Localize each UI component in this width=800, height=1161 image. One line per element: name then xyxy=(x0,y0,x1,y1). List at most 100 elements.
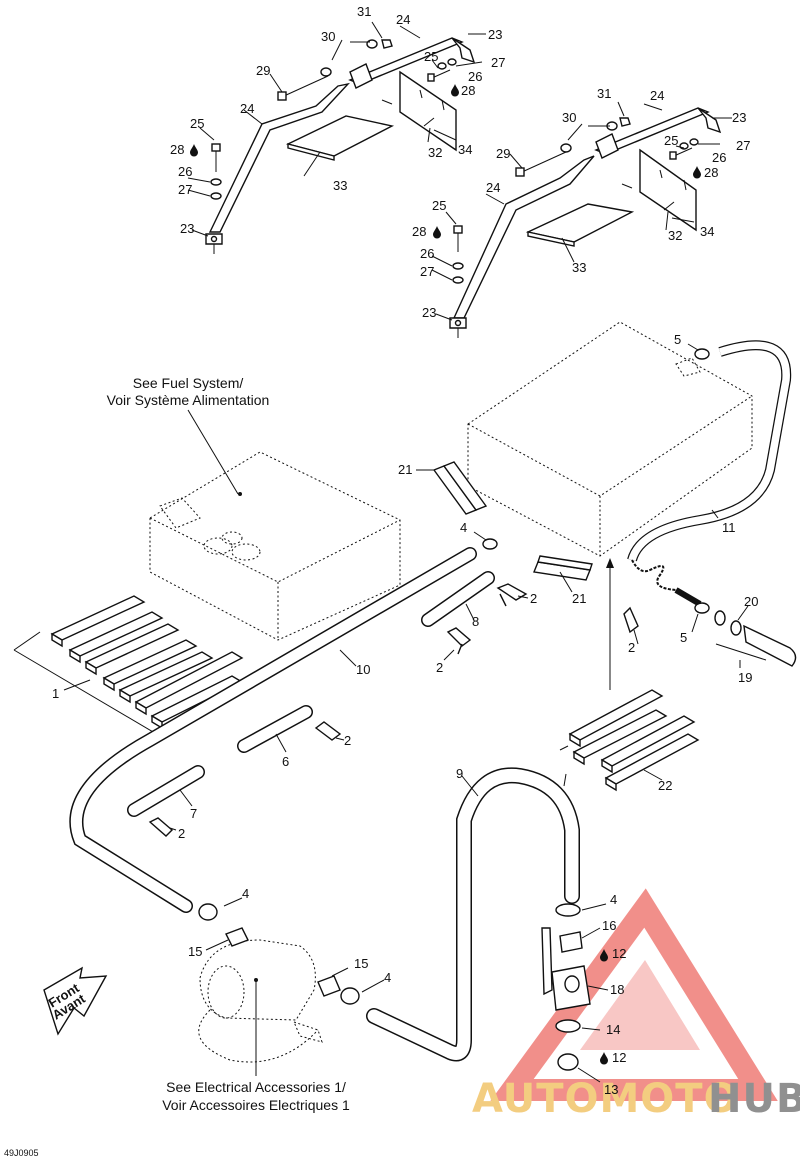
callout-24: 24 xyxy=(650,88,664,103)
callout-33: 33 xyxy=(572,260,586,275)
callout-2: 2 xyxy=(178,826,185,841)
hose-loop xyxy=(366,767,580,1062)
callout-2: 2 xyxy=(436,660,443,675)
callout-9: 9 xyxy=(456,766,463,781)
callout-12: 12 xyxy=(612,946,626,961)
short-hoses xyxy=(127,571,495,817)
left-bracket-assembly xyxy=(205,37,476,254)
callout-16: 16 xyxy=(602,918,616,933)
callout-26: 26 xyxy=(420,246,434,261)
floor-pads-left xyxy=(13,595,244,737)
callout-19: 19 xyxy=(738,670,752,685)
callout-31: 31 xyxy=(597,86,611,101)
hose-clamps xyxy=(198,348,710,1005)
callout-21: 21 xyxy=(398,462,412,477)
callout-13: 13 xyxy=(604,1082,618,1097)
callout-1: 1 xyxy=(52,686,59,701)
callout-4: 4 xyxy=(460,520,467,535)
callout-34: 34 xyxy=(700,224,714,239)
note-fuel-system-en: See Fuel System/ xyxy=(133,375,244,391)
callout-27: 27 xyxy=(420,264,434,279)
callout-2: 2 xyxy=(530,591,537,606)
assembly-arrow xyxy=(606,558,614,690)
callout-23: 23 xyxy=(488,27,502,42)
hose-clips xyxy=(148,583,639,837)
callout-5: 5 xyxy=(680,630,687,645)
right-bracket-assembly xyxy=(449,107,722,338)
callout-26: 26 xyxy=(468,69,482,84)
callout-4: 4 xyxy=(384,970,391,985)
note-electrical-fr: Voir Accessoires Electriques 1 xyxy=(162,1097,350,1113)
callout-25: 25 xyxy=(190,116,204,131)
callout-26: 26 xyxy=(712,150,726,165)
callout-25: 25 xyxy=(424,49,438,64)
callout-2: 2 xyxy=(344,733,351,748)
callout-30: 30 xyxy=(321,29,335,44)
callout-22: 22 xyxy=(658,778,672,793)
callout-12: 12 xyxy=(612,1050,626,1065)
callout-28: 28 xyxy=(412,224,426,239)
callout-23: 23 xyxy=(732,110,746,125)
callout-15: 15 xyxy=(354,956,368,971)
rubber-strips xyxy=(432,461,593,581)
callout-8: 8 xyxy=(472,614,479,629)
filler-neck xyxy=(714,610,797,667)
watermark-logo: AUTOMOTO HUB xyxy=(472,888,800,1122)
callout-21: 21 xyxy=(572,591,586,606)
callout-14: 14 xyxy=(606,1022,620,1037)
callout-29: 29 xyxy=(496,146,510,161)
callout-27: 27 xyxy=(491,55,505,70)
callout-28: 28 xyxy=(170,142,184,157)
callout-33: 33 xyxy=(333,178,347,193)
fuel-pump xyxy=(198,927,341,1063)
figure-code: 49J0905 xyxy=(4,1148,39,1158)
callout-30: 30 xyxy=(562,110,576,125)
strap-end xyxy=(451,37,476,64)
callout-11: 11 xyxy=(722,520,736,535)
callout-29: 29 xyxy=(256,63,270,78)
callout-23: 23 xyxy=(422,305,436,320)
callout-4: 4 xyxy=(610,892,617,907)
callout-24: 24 xyxy=(486,180,500,195)
callout-5: 5 xyxy=(674,332,681,347)
callout-32: 32 xyxy=(668,228,682,243)
hinge-bracket xyxy=(349,63,373,89)
callout-31: 31 xyxy=(357,4,371,19)
vent-hose xyxy=(627,340,792,607)
strap-end xyxy=(697,107,722,134)
callout-24: 24 xyxy=(396,12,410,27)
callout-numbers: 31 24 23 30 25 27 29 26 28 24 25 28 32 3… xyxy=(52,4,758,1097)
callout-7: 7 xyxy=(190,806,197,821)
main-fuel-tank xyxy=(149,451,401,641)
watermark-text-part1: AUTOMOTO xyxy=(472,1076,739,1122)
auxiliary-tank xyxy=(467,321,753,557)
fuel-valve xyxy=(541,927,591,1071)
callout-20: 20 xyxy=(744,594,758,609)
mounting-plate xyxy=(639,148,697,232)
watermark-text-part2: HUB xyxy=(708,1076,800,1122)
callout-28: 28 xyxy=(461,83,475,98)
callout-26: 26 xyxy=(178,164,192,179)
callout-27: 27 xyxy=(736,138,750,153)
callout-2: 2 xyxy=(628,640,635,655)
callout-24: 24 xyxy=(240,101,254,116)
callout-15: 15 xyxy=(188,944,202,959)
callout-25: 25 xyxy=(432,198,446,213)
callout-10: 10 xyxy=(356,662,370,677)
callout-28: 28 xyxy=(704,165,718,180)
mounting-plate xyxy=(399,70,457,152)
callout-27: 27 xyxy=(178,182,192,197)
callout-18: 18 xyxy=(610,982,624,997)
callout-32: 32 xyxy=(428,145,442,160)
callout-25: 25 xyxy=(664,133,678,148)
strap-bar-angled xyxy=(208,82,350,233)
note-fuel-system-fr: Voir Système Alimentation xyxy=(107,392,270,408)
hinge-bracket xyxy=(595,133,619,159)
front-direction-badge: Front Avant xyxy=(43,966,108,1036)
note-electrical-en: See Electrical Accessories 1/ xyxy=(166,1079,346,1095)
floor-pads-right xyxy=(559,689,700,792)
hose-long xyxy=(69,547,477,913)
callout-34: 34 xyxy=(458,142,472,157)
callout-23: 23 xyxy=(180,221,194,236)
